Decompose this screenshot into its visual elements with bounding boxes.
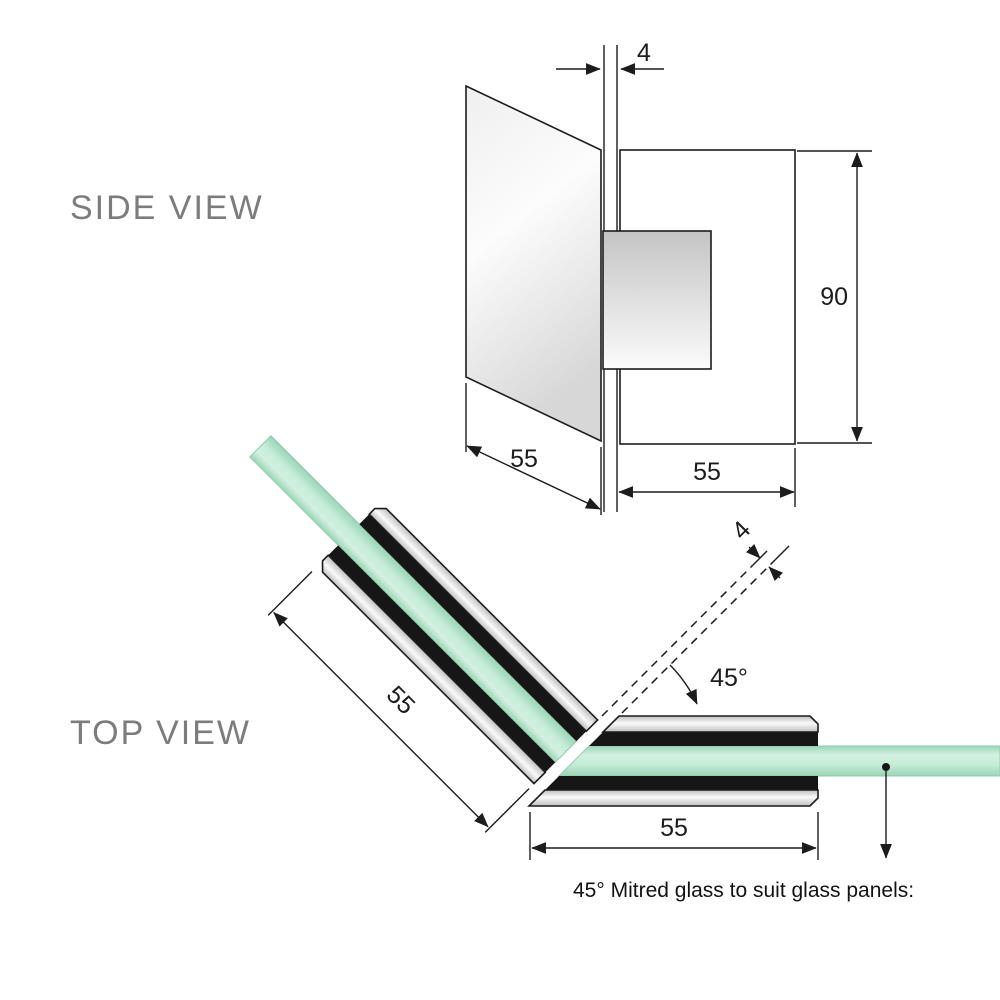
extension-line bbox=[484, 788, 530, 833]
glass-panel-horizontal bbox=[557, 745, 1000, 777]
side-view: SIDE VIEW 4 90 55 55 bbox=[70, 39, 872, 515]
mitre-angle-value: 45° bbox=[710, 664, 748, 692]
angle-arc bbox=[669, 664, 698, 705]
hinge-clamp-block bbox=[602, 230, 712, 370]
top-view: TOP VIEW 55 4 45° bbox=[70, 435, 1000, 902]
mitre-line-dashed bbox=[621, 559, 776, 714]
glass-thickness-value: 4 bbox=[637, 39, 651, 67]
bracket-height-value: 90 bbox=[820, 283, 848, 311]
right-plate-length-value: 55 bbox=[660, 814, 688, 842]
hinge-gasket-bar bbox=[545, 776, 818, 790]
side-view-label: SIDE VIEW bbox=[70, 189, 264, 227]
callout-dot bbox=[882, 763, 890, 771]
hinge-plate bbox=[527, 789, 819, 807]
caption-text: 45° Mitred glass to suit glass panels: bbox=[573, 879, 914, 902]
glass-panel-side bbox=[465, 84, 602, 443]
dim-line bbox=[466, 445, 601, 510]
mitre-gap-value: 4 bbox=[727, 515, 757, 545]
bracket-width-value: 55 bbox=[693, 458, 721, 486]
dim-arrow bbox=[768, 566, 784, 582]
top-view-label: TOP VIEW bbox=[70, 714, 251, 752]
dim-line bbox=[273, 611, 489, 828]
dim-arrow bbox=[745, 543, 761, 559]
diagonal-panel-assembly bbox=[249, 435, 599, 833]
glass-depth-value: 55 bbox=[510, 445, 538, 473]
hinge-gasket-bar bbox=[589, 732, 818, 746]
mitre-line-dashed bbox=[601, 564, 754, 717]
hinge-plate bbox=[601, 715, 819, 733]
extension-line bbox=[267, 571, 313, 616]
glass-panel-diagonal bbox=[249, 435, 578, 764]
left-plate-length-value: 55 bbox=[381, 681, 420, 720]
extension-line bbox=[774, 545, 790, 561]
